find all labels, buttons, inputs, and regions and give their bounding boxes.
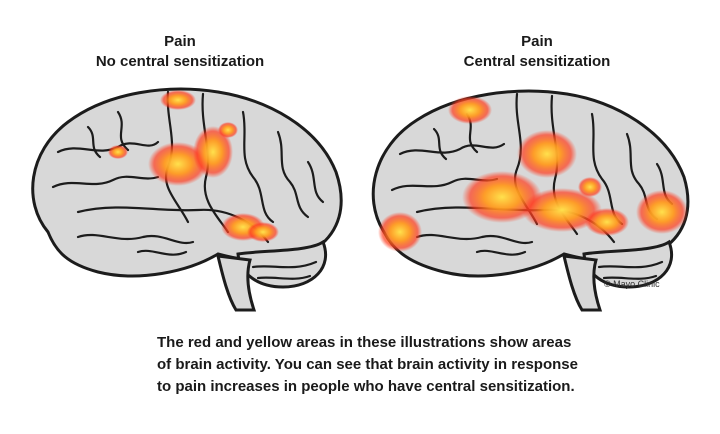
brain-stem	[562, 254, 603, 312]
panel-title-central-sensitization: Pain Central sensitization	[417, 32, 657, 72]
activity-spot	[247, 222, 279, 242]
caption-line: The red and yellow areas in these illust…	[157, 334, 572, 351]
panel-heading: Pain	[521, 33, 553, 50]
activity-spot	[193, 126, 233, 178]
cerebellum	[582, 239, 674, 289]
panel-subheading: Central sensitization	[463, 53, 611, 70]
activity-spot	[517, 130, 577, 178]
caption-line: of brain activity. You can see that brai…	[157, 356, 578, 373]
activity-spot	[148, 142, 208, 186]
caption: The red and yellow areas in these illust…	[157, 332, 637, 398]
gyri-lines	[51, 90, 325, 280]
activity-spot	[160, 90, 196, 110]
activity-regions	[378, 96, 688, 252]
activity-spot	[378, 212, 422, 252]
cerebellum	[236, 239, 328, 289]
panel-subheading: No central sensitization	[95, 53, 265, 70]
activity-spot	[578, 177, 602, 197]
activity-spot	[218, 122, 238, 138]
activity-spot	[448, 96, 492, 124]
panel-title-no-sensitization: Pain No central sensitization	[60, 32, 300, 72]
activity-spot	[585, 208, 629, 236]
brain-illustration-no-sensitization	[31, 87, 343, 312]
brain-stem	[216, 254, 257, 312]
brain-illustration-central-sensitization	[371, 89, 690, 312]
activity-spot	[108, 145, 128, 159]
activity-spot	[522, 188, 602, 232]
activity-spot	[636, 190, 688, 234]
panel-heading: Pain	[164, 33, 196, 50]
caption-line: to pain increases in people who have cen…	[157, 378, 575, 395]
copyright-credit: © Mayo Clinic	[604, 279, 660, 289]
activity-regions	[108, 90, 279, 242]
